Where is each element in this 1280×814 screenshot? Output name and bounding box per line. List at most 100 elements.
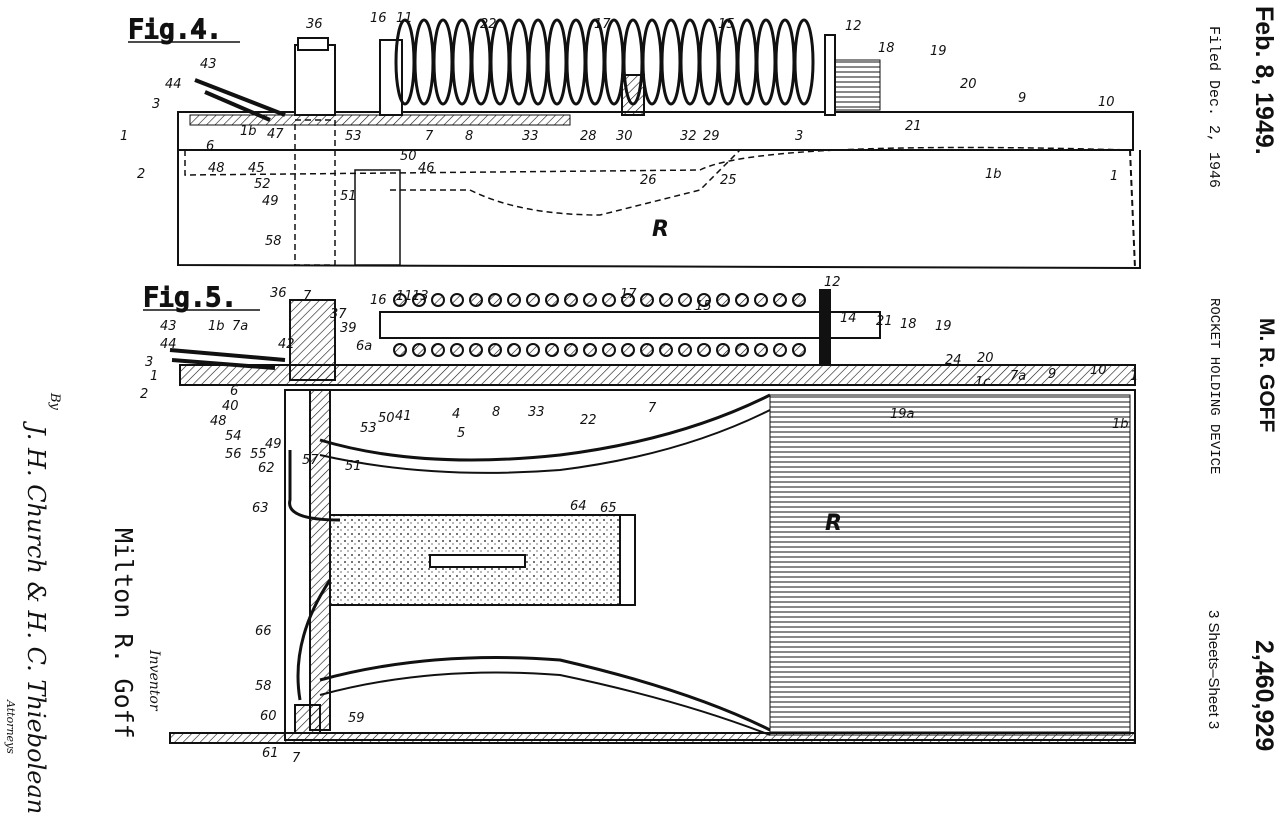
- spring-coil-section: [678, 293, 692, 307]
- fig5-reference-numeral: 44: [160, 337, 177, 352]
- fig4-reference-numeral: 47: [267, 127, 284, 142]
- spring-coil: [641, 18, 663, 106]
- fig5-reference-numeral: 10: [1090, 363, 1107, 378]
- fig5-reference-numeral: 16: [370, 293, 387, 308]
- fig4-reference-numeral: 9: [1018, 91, 1026, 106]
- fig5-reference-numeral: 40: [222, 399, 239, 414]
- spring-coil: [736, 18, 758, 106]
- attorneys-label: Attorneys: [4, 700, 17, 754]
- fig5-title: Fig.5.: [143, 283, 237, 313]
- fig4-reference-numeral: 52: [254, 177, 271, 192]
- spring-coil-section: [735, 343, 749, 357]
- spring-coil: [489, 18, 511, 106]
- fig5-reference-numeral: 36: [270, 286, 287, 301]
- fig4-reference-numeral: R: [652, 217, 669, 242]
- spring-coil: [755, 18, 777, 106]
- spring-coil: [774, 18, 796, 106]
- fig5-reference-numeral: 21: [876, 314, 893, 329]
- spring-coil-section: [716, 293, 730, 307]
- fig5-reference-numeral: 9: [1048, 367, 1056, 382]
- fig5-reference-numeral: 7: [303, 289, 312, 304]
- fig5-reference-numeral: 7a: [1010, 369, 1026, 384]
- spring-coil-section: [754, 293, 768, 307]
- patent-number: 2,460,929: [1250, 640, 1278, 752]
- fig4-reference-numeral: 26: [640, 173, 657, 188]
- spring-coil-section: [564, 293, 578, 307]
- fig5-reference-numeral: 18: [900, 317, 917, 332]
- spring-coil-section: [659, 293, 673, 307]
- fig4-reference-numeral: 16: [370, 11, 387, 26]
- fig5-reference-numeral: 1c: [975, 375, 990, 390]
- fig4-reference-numeral: 45: [248, 161, 265, 176]
- fig5-reference-numeral: 4: [452, 407, 460, 422]
- spring-coil-section: [469, 343, 483, 357]
- fig5-reference-numeral: 61: [262, 746, 279, 761]
- spring-coil-section: [659, 343, 673, 357]
- spring-coil: [679, 18, 701, 106]
- fig5-reference-numeral: 3: [145, 355, 153, 370]
- fig4-reference-numeral: 6: [206, 139, 214, 154]
- spring-coil-section: [393, 343, 407, 357]
- fig5-reference-numeral: R: [825, 511, 842, 536]
- fig5-reference-numeral: 39: [340, 321, 357, 336]
- fig4-reference-numeral: 58: [265, 234, 282, 249]
- fig4-reference-numeral: 10: [1098, 95, 1115, 110]
- fig5-reference-numeral: 65: [600, 501, 617, 516]
- fig4-reference-numeral: 3: [152, 97, 160, 112]
- fig5-reference-numeral: 41: [395, 409, 412, 424]
- spring-coil-section: [526, 343, 540, 357]
- fig5-reference-numeral: 51: [345, 459, 362, 474]
- fig5-reference-numeral: 59: [348, 711, 365, 726]
- fig5-reference-numeral: 20: [977, 351, 994, 366]
- figure-4: Fig.4.: [127, 14, 1141, 270]
- fig5-reference-numeral: 60: [260, 709, 277, 724]
- patent-date: Feb. 8, 1949.: [1250, 6, 1278, 155]
- fig4-reference-numeral: 36: [306, 17, 323, 32]
- fig4-reference-numeral: 1b: [240, 124, 257, 139]
- fig4-reference-numeral: 43: [200, 57, 217, 72]
- patent-title: ROCKET HOLDING DEVICE: [1206, 298, 1222, 475]
- fig5-reference-numeral: 33: [528, 405, 545, 420]
- spring-coil-section: [393, 293, 407, 307]
- spring-coil: [546, 18, 568, 106]
- fig4-reference-numeral: 51: [340, 189, 357, 204]
- spring-coil: [413, 18, 435, 106]
- fig4-reference-numeral: 3: [795, 129, 803, 144]
- spring-coil-section: [583, 343, 597, 357]
- fig4-reference-numeral: 48: [208, 161, 225, 176]
- spring-coil: [527, 18, 549, 106]
- spring-coil-section: [488, 343, 502, 357]
- fig4-reference-numeral: 18: [878, 41, 895, 56]
- inventor-label: Inventor: [146, 650, 162, 711]
- spring-coil-section: [792, 343, 806, 357]
- fig5-reference-numeral: 12: [824, 275, 841, 290]
- fig4-reference-numeral: 25: [720, 173, 737, 188]
- spring-coil-section: [545, 293, 559, 307]
- by-label: By: [47, 393, 62, 410]
- fig5-reference-numeral: 43: [160, 319, 177, 334]
- fig4-reference-numeral: 33: [522, 129, 539, 144]
- fig5-reference-numeral: 22: [580, 413, 597, 428]
- fig5-reference-numeral: 1b: [1112, 417, 1129, 432]
- fig5-reference-numeral: 56: [225, 447, 242, 462]
- spring-coil: [793, 18, 815, 106]
- fig5-reference-numeral: 50: [378, 411, 395, 426]
- fig5-reference-numeral: 63: [252, 501, 269, 516]
- spring-coil: [565, 18, 587, 106]
- fig5-reference-numeral: 14: [840, 311, 857, 326]
- fig5-reference-numeral: 13: [412, 289, 429, 304]
- spring-coil-section: [488, 293, 502, 307]
- spring-coil-section: [754, 343, 768, 357]
- spring-coil-section: [697, 343, 711, 357]
- fig5-reference-numeral: 54: [225, 429, 242, 444]
- inventor-short: M. R. GOFF: [1255, 318, 1278, 433]
- spring-coil-section: [431, 343, 445, 357]
- fig5-reference-numeral: 1: [150, 369, 158, 384]
- spring-coil-section: [773, 343, 787, 357]
- fig5-reference-numeral: 58: [255, 679, 272, 694]
- spring-coil-section: [678, 343, 692, 357]
- fig5-reference-numeral: 62: [258, 461, 275, 476]
- fig4-reference-numeral: 2: [137, 167, 145, 182]
- fig5-reference-numeral: 48: [210, 414, 227, 429]
- spring-coil: [432, 18, 454, 106]
